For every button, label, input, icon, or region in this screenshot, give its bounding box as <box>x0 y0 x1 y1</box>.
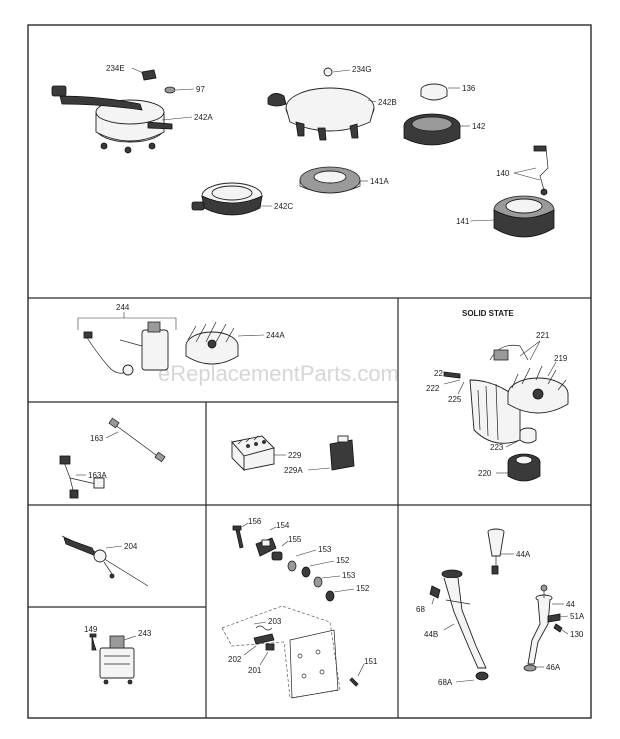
lever-140-icon <box>533 145 549 196</box>
bushing-155-icon <box>271 551 283 561</box>
label-149: 149 <box>84 625 98 634</box>
cap-136-icon <box>420 83 448 101</box>
label-222: 222 <box>426 384 440 393</box>
solid-state-title: SOLID STATE <box>462 309 514 318</box>
recoil-starter-242a-icon <box>51 85 173 154</box>
label-243: 243 <box>138 629 152 638</box>
label-204: 204 <box>124 542 138 551</box>
label-44a: 44A <box>516 550 531 559</box>
label-46a: 46A <box>546 663 561 672</box>
bushing-223-icon <box>519 427 537 444</box>
label-202: 202 <box>228 655 242 664</box>
label-234e: 234E <box>106 64 125 73</box>
lever-234e-icon <box>141 69 157 81</box>
label-163: 163 <box>90 434 104 443</box>
bracket-154-icon <box>255 537 277 557</box>
plug-68-icon <box>429 585 441 599</box>
lever-202-icon <box>253 633 275 645</box>
label-229: 229 <box>288 451 302 460</box>
label-22: 22 <box>434 369 443 378</box>
label-152b: 152 <box>356 584 370 593</box>
label-154: 154 <box>276 521 290 530</box>
wire-harness-244-icon <box>83 321 169 376</box>
ignition-module-229a-icon <box>329 435 355 471</box>
screw-156-icon <box>232 525 244 549</box>
oil-fill-tube-44b-icon <box>441 569 489 681</box>
label-203: 203 <box>268 617 282 626</box>
label-229a: 229A <box>284 466 303 475</box>
label-141: 141 <box>456 217 470 226</box>
screw-22-icon <box>443 371 461 379</box>
spring-203-icon <box>255 625 273 631</box>
label-201: 201 <box>248 666 262 675</box>
label-219: 219 <box>554 354 568 363</box>
label-152a: 152 <box>336 556 350 565</box>
screw-149-icon <box>89 633 97 651</box>
label-136: 136 <box>462 84 476 93</box>
label-44: 44 <box>566 600 575 609</box>
washer-153a-icon <box>287 560 297 572</box>
label-225: 225 <box>448 395 462 404</box>
recoil-starter-242c-icon <box>191 182 263 216</box>
label-44b: 44B <box>424 630 438 639</box>
label-68: 68 <box>416 605 425 614</box>
label-234g: 234G <box>352 65 372 74</box>
screw-151-icon <box>349 677 359 687</box>
label-220: 220 <box>478 469 492 478</box>
label-68a: 68A <box>438 678 453 687</box>
watermark: eReplacementParts.com <box>158 361 399 386</box>
dipstick-44a-icon <box>487 528 505 575</box>
clip-201-icon <box>265 643 275 651</box>
recoil-starter-242b-icon <box>267 67 375 141</box>
flywheel-244a-icon <box>185 321 239 365</box>
label-156: 156 <box>248 517 262 526</box>
label-163a: 163A <box>88 471 107 480</box>
label-141a: 141A <box>370 177 389 186</box>
ignition-assembly-icon <box>469 344 569 444</box>
label-244a: 244A <box>266 331 285 340</box>
diagram-frame <box>27 24 592 719</box>
label-153a: 153 <box>318 545 332 554</box>
label-244: 244 <box>116 303 130 312</box>
brake-bracket-icon <box>221 605 341 699</box>
label-151: 151 <box>364 657 378 666</box>
label-153b: 153 <box>342 571 356 580</box>
terminal-block-229-icon <box>231 435 275 472</box>
seal-46a-icon <box>523 664 537 672</box>
label-221: 221 <box>536 331 550 340</box>
fuel-pump-243-icon <box>99 635 135 685</box>
label-142: 142 <box>472 122 486 131</box>
screen-141a-icon <box>299 166 361 194</box>
screen-141-icon <box>493 195 555 238</box>
label-140: 140 <box>496 169 510 178</box>
bracket-51a-icon <box>547 613 561 623</box>
wire-harness-163a-icon <box>59 455 105 499</box>
spark-plug-lead-163-icon <box>108 417 166 463</box>
label-155: 155 <box>288 535 302 544</box>
washer-153b-icon <box>313 576 323 588</box>
screen-142-icon <box>403 113 461 146</box>
oil-fill-tube-44-icon <box>527 584 553 665</box>
spring-97-icon <box>164 86 176 94</box>
label-223: 223 <box>490 443 504 452</box>
nut-152a-icon <box>301 566 311 578</box>
governor-linkage-204-icon <box>61 535 149 587</box>
label-242c: 242C <box>274 202 293 211</box>
screw-130-icon <box>553 623 563 633</box>
label-242b: 242B <box>378 98 397 107</box>
label-242a: 242A <box>194 113 213 122</box>
label-97: 97 <box>196 85 205 94</box>
module-220-icon <box>507 453 541 482</box>
label-130: 130 <box>570 630 584 639</box>
nut-152b-icon <box>325 590 335 602</box>
label-51a: 51A <box>570 612 585 621</box>
